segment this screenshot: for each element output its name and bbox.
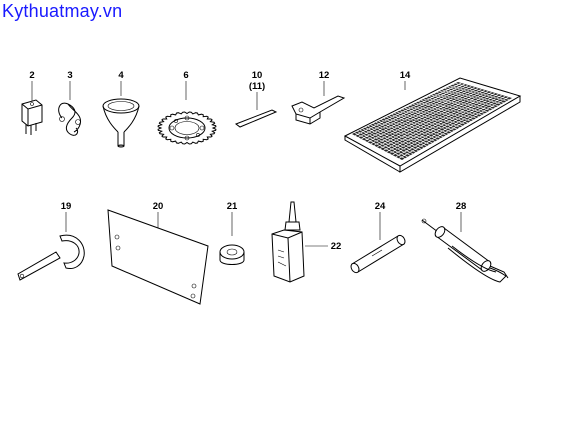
callout-10: 10: [252, 70, 263, 81]
site-name: Kythuatmay.vn: [2, 1, 123, 21]
callout-14: 14: [400, 70, 411, 81]
part-19-hook-spanner: 19: [17, 201, 85, 281]
callout-3: 3: [67, 70, 72, 81]
part-10-strip: 10 (11): [234, 70, 278, 128]
part-2-relay: 2: [21, 70, 43, 135]
callout-11: (11): [249, 81, 265, 92]
callout-4: 4: [118, 70, 124, 81]
part-14-mesh-plate: 14: [343, 70, 522, 173]
callout-24: 24: [375, 201, 386, 212]
callout-22: 22: [331, 241, 342, 252]
callout-6: 6: [183, 70, 188, 81]
part-12-wrench: 12: [291, 70, 346, 125]
callout-19: 19: [61, 201, 72, 212]
part-28-grease-gun: 28: [421, 201, 509, 283]
callout-12: 12: [319, 70, 330, 81]
part-24-tube: 24: [350, 201, 406, 274]
callout-2: 2: [29, 70, 34, 81]
callout-20: 20: [153, 201, 164, 212]
part-20-plate: 20: [107, 201, 209, 305]
part-22-oil-bottle: 22: [271, 201, 342, 283]
callout-21: 21: [227, 201, 238, 212]
part-3-clip: 3: [58, 70, 81, 136]
part-4-funnel: 4: [102, 70, 140, 148]
callout-28: 28: [456, 201, 467, 212]
part-21-cap: 21: [219, 201, 245, 265]
part-6-sprocket: 6: [157, 70, 217, 145]
